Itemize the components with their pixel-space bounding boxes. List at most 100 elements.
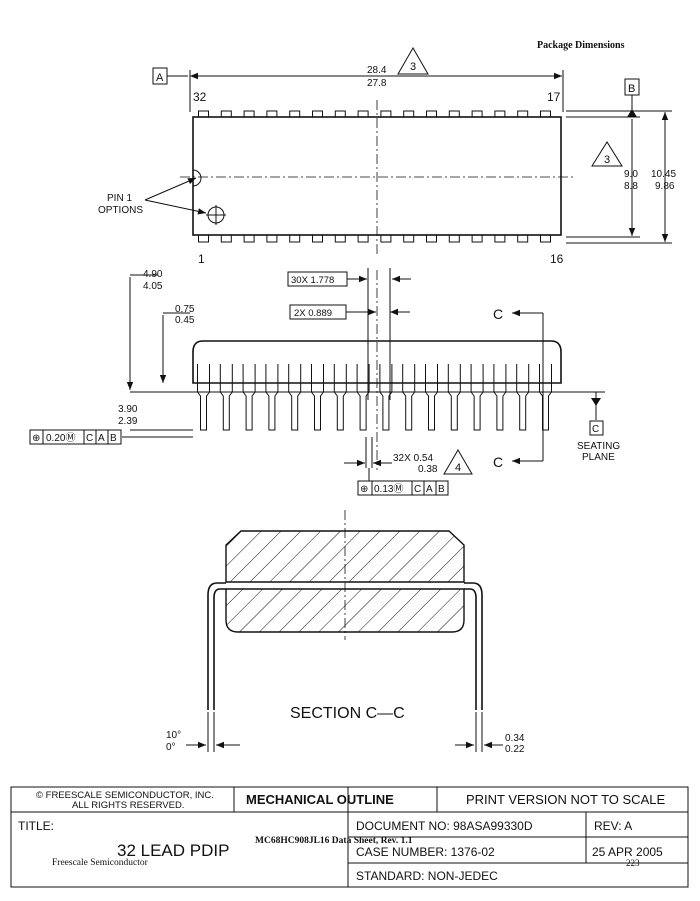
- pin-32: 32: [193, 90, 207, 104]
- pin1-notch: [192, 169, 202, 187]
- pin-16: 16: [550, 252, 564, 266]
- lead: [493, 364, 507, 431]
- title-label: TITLE:: [18, 819, 54, 833]
- pin-tab-top: [220, 110, 232, 117]
- pin-tab-bottom: [471, 235, 483, 243]
- pin-tab-top: [426, 110, 437, 117]
- mechanical-outline: MECHANICAL OUTLINE: [246, 792, 394, 807]
- section-c-bottom: C: [493, 454, 503, 470]
- pin-tab-bottom: [334, 235, 346, 243]
- datasheet-title: MC68HC908JL16 Data Sheet, Rev. 1.1: [255, 836, 413, 846]
- lead: [425, 364, 438, 431]
- seating-plane-1: SEATING: [577, 441, 620, 452]
- lead: [447, 364, 461, 431]
- length-min: 27.8: [367, 78, 387, 89]
- overall-width-min: 9.86: [655, 181, 675, 192]
- end-pitch-label: 2X 0.889: [294, 308, 332, 319]
- lead: [402, 364, 416, 431]
- note-4: 4: [455, 462, 461, 474]
- section-body-upper: [225, 530, 465, 583]
- pin-tab-top: [357, 110, 369, 117]
- lead-length-max: 3.90: [118, 404, 138, 415]
- tol-left-datum-c: C: [86, 433, 93, 444]
- body-width-min: 8.8: [624, 181, 638, 192]
- page-number: 223: [626, 858, 640, 868]
- lead: [356, 364, 370, 431]
- pin-tab-top: [334, 110, 346, 117]
- lead: [265, 364, 279, 431]
- lead: [197, 364, 210, 431]
- tol-bottom-symbol: ⊕: [360, 484, 368, 495]
- note-3-right: 3: [604, 154, 610, 166]
- overall-width-max: 10.45: [651, 169, 676, 180]
- pin-tab-bottom: [220, 235, 232, 243]
- side-view: 4.90 4.05 0.75 0.45 3.90 2.39 30X 1.778 …: [29, 268, 620, 496]
- pin-tab-top: [198, 110, 209, 117]
- thickness-min: 0.22: [505, 744, 525, 755]
- tol-left-symbol: ⊕: [32, 433, 40, 444]
- document-number: DOCUMENT NO: 98ASA99330D: [356, 819, 533, 833]
- pin-tab-bottom: [266, 235, 278, 243]
- pin-tab-bottom: [540, 235, 551, 243]
- pin-1: 1: [198, 252, 205, 266]
- standard: STANDARD: NON-JEDEC: [356, 869, 498, 883]
- tol-bottom-datum-b: B: [438, 484, 445, 495]
- pin-tab-bottom: [289, 235, 301, 243]
- pin-tab-bottom: [312, 235, 323, 243]
- pin-tab-top: [243, 110, 255, 117]
- lead: [539, 364, 552, 431]
- pin-tab-top: [448, 110, 460, 117]
- standoff-max: 0.75: [175, 304, 195, 315]
- tol-left-value: 0.20Ⓜ: [46, 432, 75, 444]
- note-3-top: 3: [410, 61, 416, 73]
- section-body-lower: [225, 588, 465, 633]
- pin-tab-top: [312, 110, 323, 117]
- pin-tab-bottom: [357, 235, 369, 243]
- thickness-max: 0.34: [505, 733, 525, 744]
- section-view: SECTION C—C 10° 0° 0.34 0.22: [166, 510, 525, 755]
- pin-tab-bottom: [243, 235, 255, 243]
- standoff-min: 0.45: [175, 315, 195, 326]
- height-max: 4.90: [143, 269, 163, 280]
- case-number: CASE NUMBER: 1376-02: [356, 845, 495, 859]
- datum-a-label: A: [156, 72, 164, 84]
- tol-left-datum-a: A: [98, 433, 105, 444]
- lead-width-max: 32X 0.54: [393, 453, 433, 464]
- pin-tab-bottom: [380, 235, 392, 243]
- height-min: 4.05: [143, 281, 163, 292]
- pin-tab-top: [266, 110, 278, 117]
- lead: [516, 364, 530, 431]
- package-body-side: [192, 340, 562, 384]
- copyright-line2: ALL RIGHTS RESERVED.: [72, 800, 184, 811]
- date: 25 APR 2005: [592, 845, 663, 859]
- top-view: A 28.4 27.8 3 B 32 17 1 16 PIN 1 OP: [98, 46, 676, 266]
- pin-tab-top: [289, 110, 301, 117]
- seating-plane-2: PLANE: [582, 452, 615, 463]
- lead-length-min: 2.39: [118, 416, 138, 427]
- pin-tab-top: [494, 110, 506, 117]
- section-title: SECTION C—C: [290, 705, 405, 722]
- pin-tab-bottom: [198, 235, 209, 243]
- body-width-max: 9.0: [624, 169, 638, 180]
- package-title: 32 LEAD PDIP: [117, 841, 229, 860]
- company-name: Freescale Semiconductor: [52, 858, 149, 868]
- tol-bottom-datum-c: C: [414, 484, 421, 495]
- pin-tab-bottom: [426, 235, 437, 243]
- pin-tab-bottom: [448, 235, 460, 243]
- datum-b-label: B: [628, 83, 635, 95]
- pin-tab-top: [471, 110, 483, 117]
- lead: [311, 364, 324, 431]
- title-block: © FREESCALE SEMICONDUCTOR, INC. ALL RIGH…: [10, 786, 689, 888]
- tol-bottom-datum-a: A: [426, 484, 433, 495]
- page-heading: Package Dimensions: [537, 40, 625, 51]
- tol-bottom-value: 0.13Ⓜ: [374, 483, 403, 495]
- tol-left-datum-b: B: [110, 433, 117, 444]
- lead: [219, 364, 233, 431]
- pin-tab-top: [517, 110, 529, 117]
- pin1-options-line2: OPTIONS: [98, 205, 143, 216]
- length-max: 28.4: [367, 65, 387, 76]
- copyright-line1: © FREESCALE SEMICONDUCTOR, INC.: [36, 790, 214, 801]
- pin-17: 17: [547, 90, 561, 104]
- angle-min: 0°: [166, 742, 176, 753]
- lead: [379, 364, 393, 431]
